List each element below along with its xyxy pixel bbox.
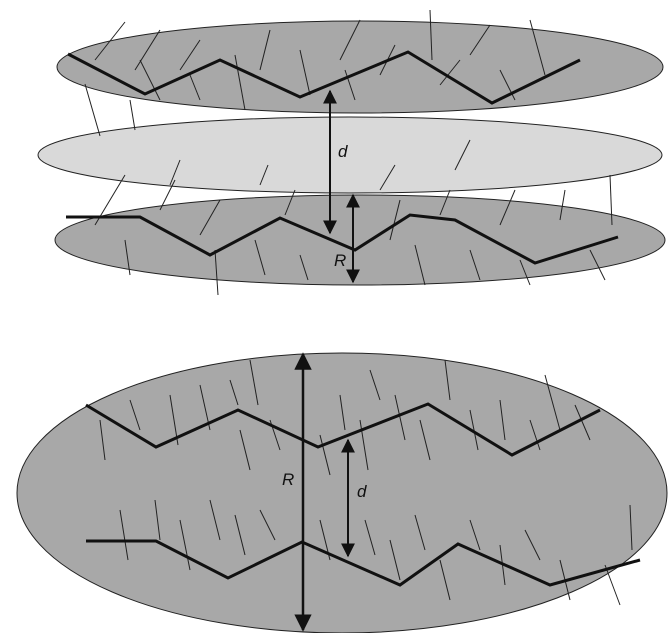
top-d-label: d [338, 142, 348, 161]
top-disk-lower [55, 195, 665, 285]
bottom-d-label: d [357, 482, 367, 501]
bottom-stack: R d [17, 353, 667, 633]
top-stack: d R [38, 10, 665, 295]
bottom-R-label: R [282, 470, 294, 489]
bottom-disk [17, 353, 667, 633]
top-disk-upper [57, 21, 663, 113]
top-disk-middle [38, 117, 662, 193]
top-R-label: R [334, 251, 346, 270]
